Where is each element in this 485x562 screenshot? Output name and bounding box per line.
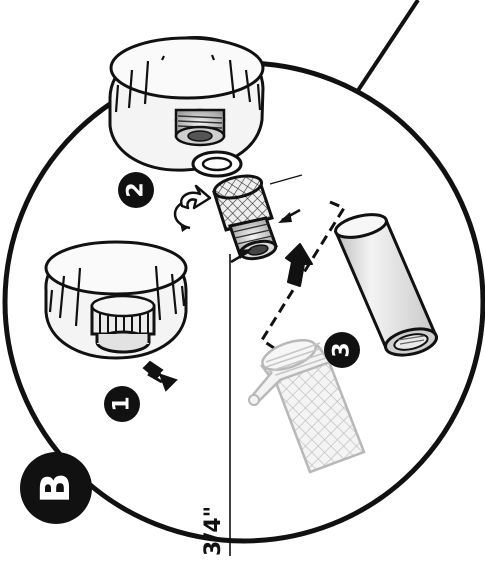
braided-hose <box>248 338 366 474</box>
knurled-adapter <box>212 174 278 261</box>
svg-text:3: 3 <box>330 342 355 357</box>
svg-text:2: 2 <box>124 182 149 197</box>
washer <box>191 150 243 178</box>
insert-arrow-icon <box>285 243 313 287</box>
svg-text:1: 1 <box>110 396 135 411</box>
step-badge-1: 1 <box>104 386 140 422</box>
svg-text:B: B <box>33 473 79 504</box>
push-arrow-icon <box>142 360 178 392</box>
sleeve-tube <box>333 213 439 357</box>
figure-label-badge: B <box>20 452 92 524</box>
dashed-bracket <box>259 200 347 350</box>
rotate-arrow-icon <box>173 184 212 232</box>
thread-size-label: 3/4" <box>201 506 226 556</box>
step-badge-3: 3 <box>324 332 360 368</box>
upper-cap <box>108 36 265 172</box>
step-badge-2: 2 <box>118 172 154 208</box>
dimension-arrows <box>230 208 301 264</box>
lower-cap <box>44 240 188 360</box>
guide-line <box>269 174 303 185</box>
